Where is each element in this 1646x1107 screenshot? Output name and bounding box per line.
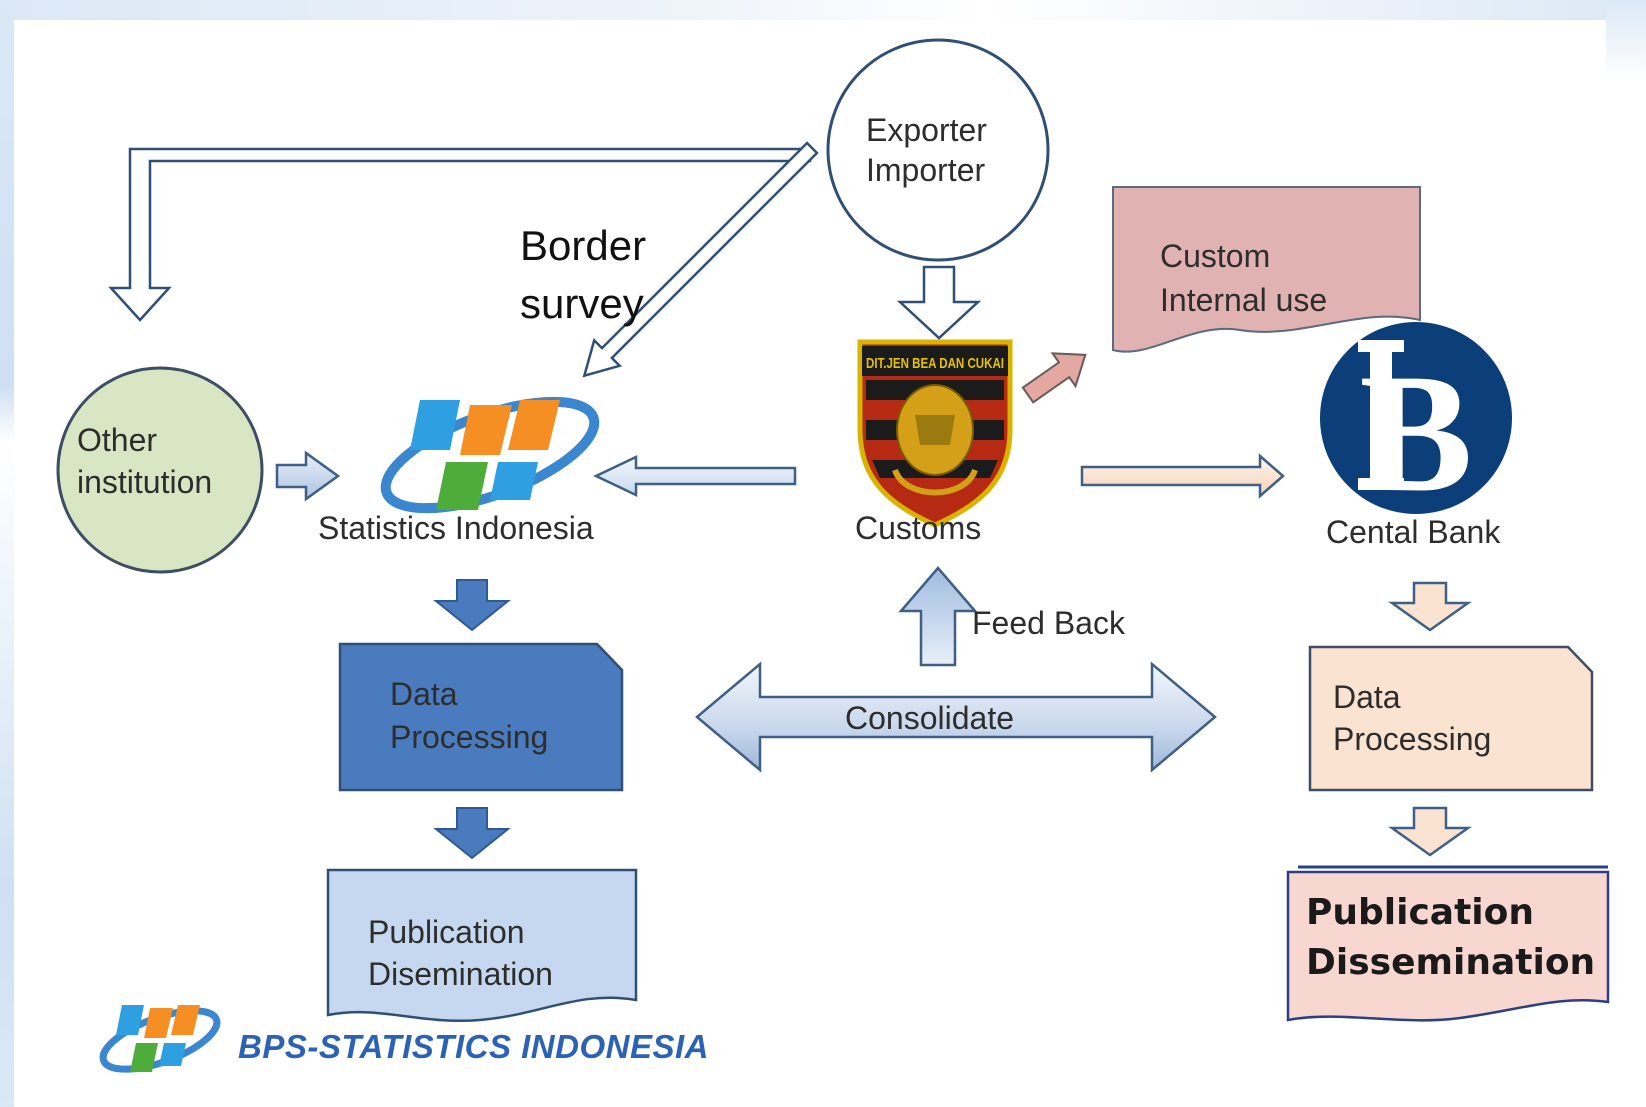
exporter-to-customs-arrow xyxy=(896,265,982,340)
slide-frame-top xyxy=(0,0,1646,20)
customs-emblem xyxy=(857,339,1013,528)
custom-internal-use-doc xyxy=(1112,186,1421,353)
customs-emblem-text: DIT.JEN BEA DAN CUKAI xyxy=(866,355,1004,372)
customs-label: Customs xyxy=(855,510,982,546)
consolidate-arrow xyxy=(695,661,1217,773)
survey-label: survey xyxy=(520,280,644,327)
feed-back-arrow xyxy=(898,566,978,667)
bps-data-label: Data xyxy=(390,676,458,712)
exporter-to-other-arrow xyxy=(108,147,812,322)
customs-to-internal-arrow xyxy=(1021,352,1087,404)
footer-bps-logo xyxy=(99,1005,221,1073)
feed-back-label: Feed Back xyxy=(972,605,1125,641)
custom-label: Custom xyxy=(1160,238,1271,274)
exporter-label: Exporter xyxy=(866,112,987,148)
slide-frame-right xyxy=(1606,0,1646,80)
other-label: Other xyxy=(77,422,158,458)
bps-processing-label: Processing xyxy=(390,719,549,755)
bank-processing-label: Processing xyxy=(1333,721,1492,757)
bank-dissemination-label: Dissemination xyxy=(1306,942,1596,983)
consolidate-label: Consolidate xyxy=(845,700,1014,736)
bps-publication-doc xyxy=(326,868,638,1022)
bank-data-processing-doc xyxy=(1308,645,1594,792)
slide-frame-left xyxy=(0,0,14,1107)
customs-to-statistics-arrow xyxy=(593,455,797,497)
bank-processing-to-publication-arrow xyxy=(1388,806,1472,857)
footer-brand-text: BPS-STATISTICS INDONESIA xyxy=(238,1028,709,1065)
central-bank-label: Cental Bank xyxy=(1326,514,1501,550)
other-institution-node xyxy=(56,366,264,574)
institution-label: institution xyxy=(77,464,213,500)
importer-label: Importer xyxy=(866,152,986,188)
statistics-to-processing-arrow xyxy=(433,579,511,632)
bps-data-processing-doc xyxy=(338,642,624,792)
processing-to-publication-arrow xyxy=(433,807,511,860)
statistics-indonesia-label: Statistics Indonesia xyxy=(318,510,594,546)
internal-use-label: Internal use xyxy=(1160,282,1328,318)
border-survey-arrow xyxy=(582,141,819,378)
central-bank-logo: B xyxy=(1320,322,1512,527)
bank-publication-doc xyxy=(1286,870,1610,1022)
other-to-statistics-arrow xyxy=(275,450,341,502)
bank-to-processing-arrow xyxy=(1388,581,1472,632)
border-label: Border xyxy=(520,222,647,269)
bank-data-label: Data xyxy=(1333,679,1401,715)
bank-publication-label: Publication xyxy=(1306,892,1535,933)
exporter-importer-node xyxy=(826,38,1050,262)
bps-publication-label: Publication xyxy=(368,914,525,950)
statistics-indonesia-logo xyxy=(380,396,600,514)
bps-disemination-label: Disemination xyxy=(368,956,553,992)
customs-to-bank-arrow xyxy=(1080,453,1285,499)
